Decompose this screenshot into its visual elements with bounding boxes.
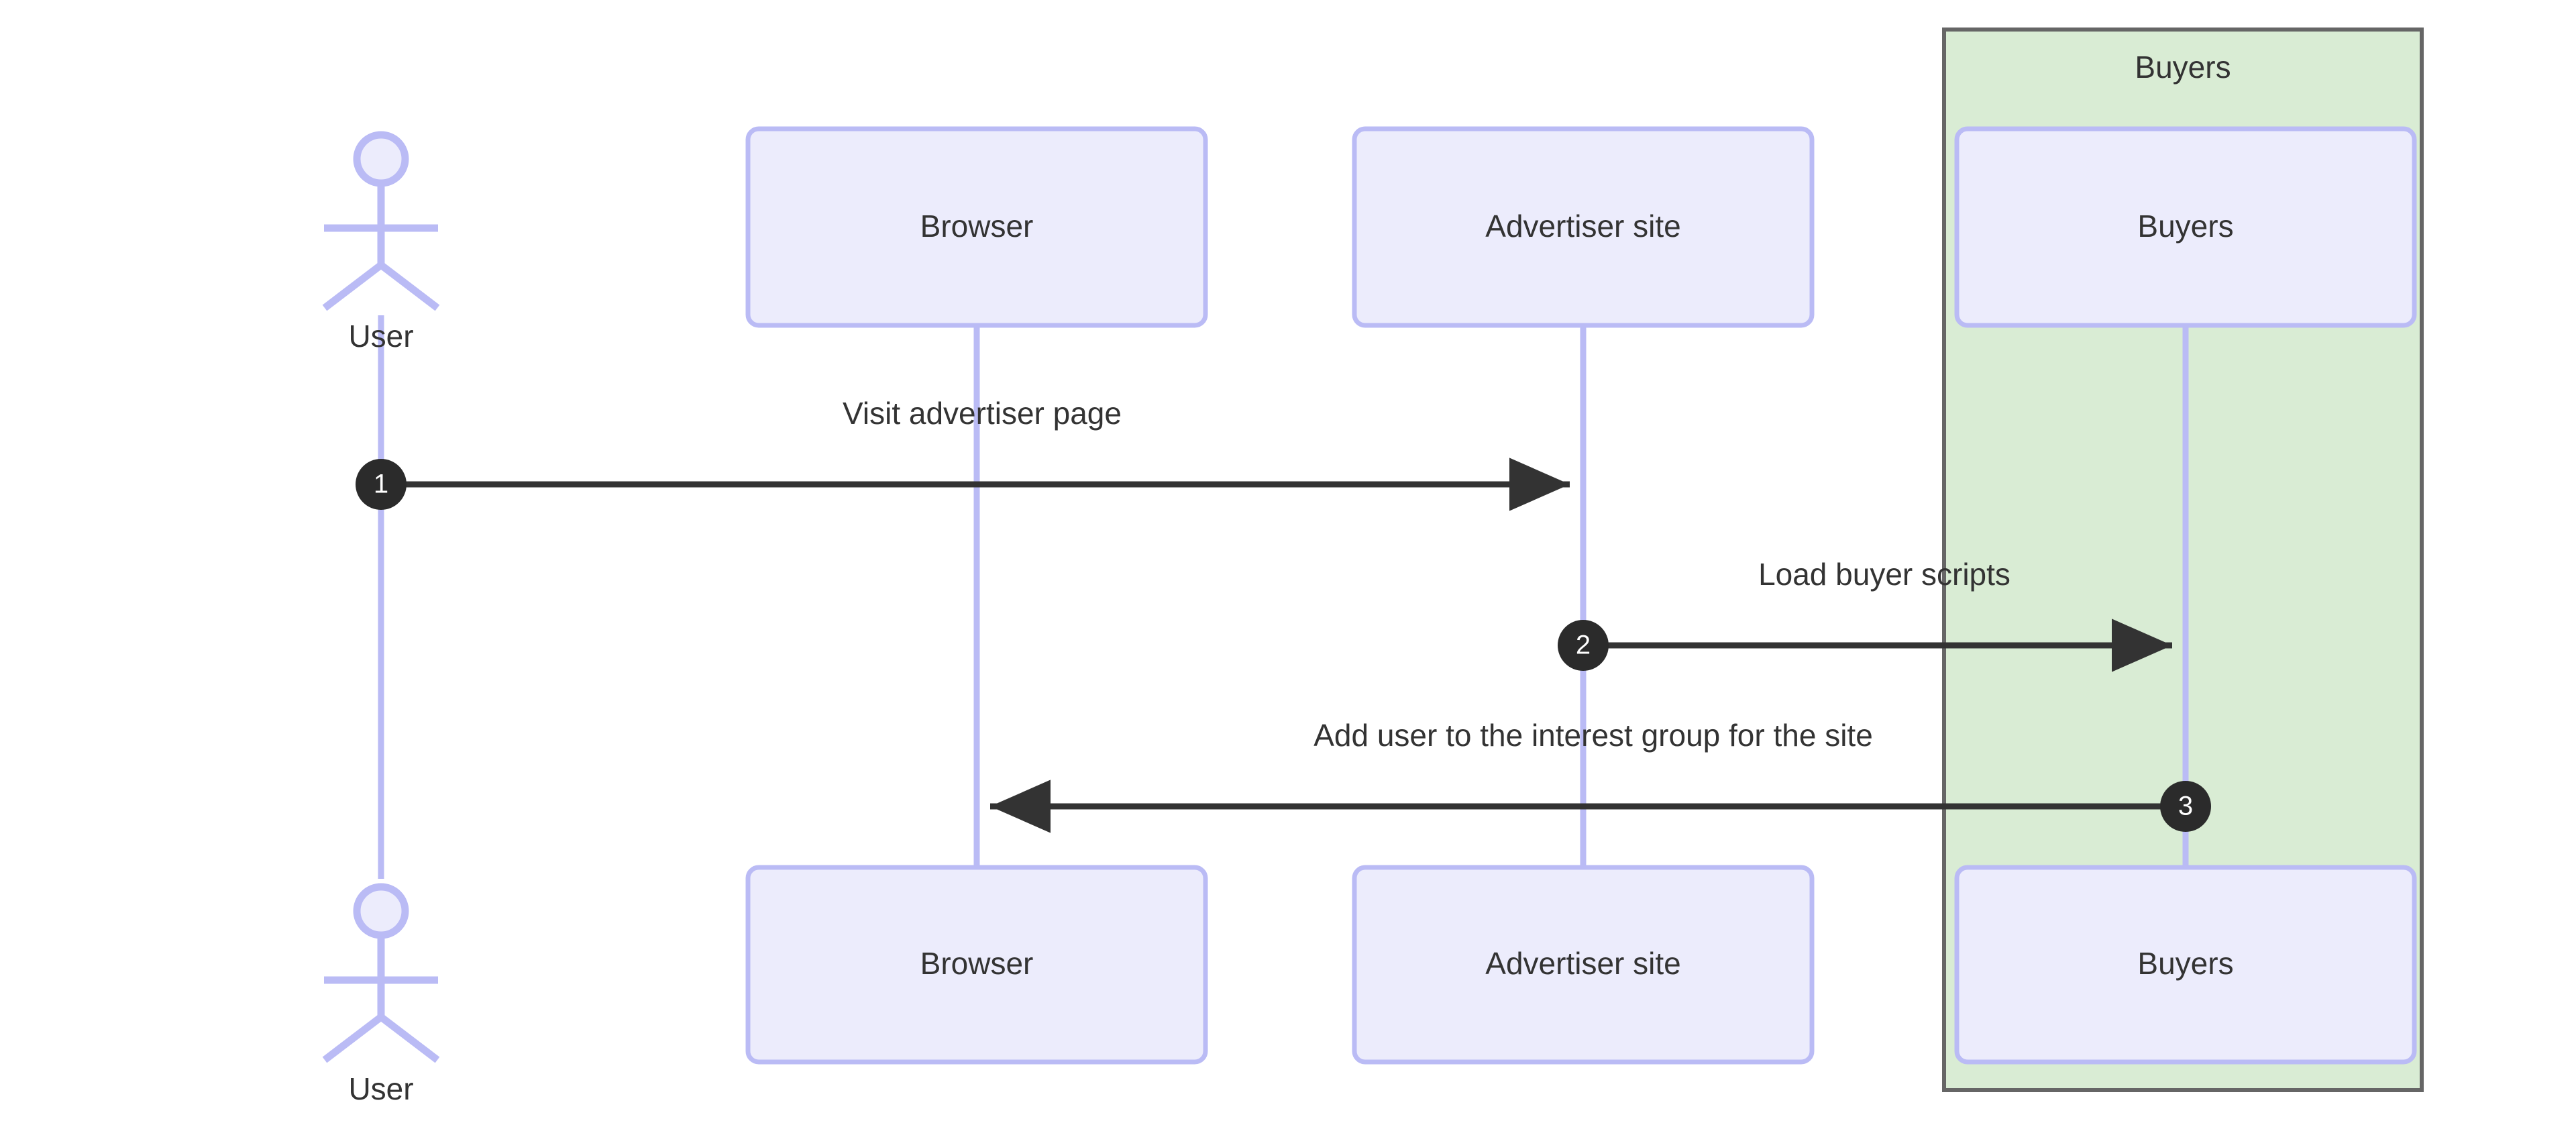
actor-leg-left-icon [322, 262, 384, 311]
participant-box[interactable] [1352, 865, 1815, 1065]
participant-box[interactable] [745, 865, 1208, 1065]
participant-box[interactable] [745, 126, 1208, 328]
actor-user-bottom[interactable]: User [322, 883, 440, 1106]
participant-advertiser-bottom[interactable]: Advertiser site [1352, 865, 1815, 1065]
actor-leg-left-icon [322, 1014, 384, 1063]
participant-label: Buyers [2137, 209, 2233, 244]
sequence-number: 2 [1576, 631, 1591, 660]
lifelines [378, 315, 2189, 879]
participant-browser-bottom[interactable]: Browser [745, 865, 1208, 1065]
sequence-badge[interactable] [356, 459, 407, 510]
sequence-number: 1 [374, 470, 388, 499]
participant-buyers-top[interactable]: Buyers [1954, 126, 2417, 328]
participant-box[interactable] [1954, 865, 2417, 1065]
participant-browser-top[interactable]: Browser [745, 126, 1208, 328]
participant-label: Advertiser site [1485, 209, 1680, 244]
participant-label: Browser [920, 946, 1034, 981]
participant-label: Advertiser site [1485, 946, 1680, 981]
sequence-badge[interactable] [1558, 620, 1609, 671]
sequence-number: 3 [2178, 792, 2193, 821]
participant-box[interactable] [1954, 126, 2417, 328]
participant-label: Buyers [2137, 946, 2233, 981]
message-2[interactable]: Load buyer scripts 2 [1558, 557, 2172, 672]
actor-head-icon [353, 883, 409, 939]
message-label: Visit advertiser page [843, 396, 1122, 431]
actor-leg-right-icon [378, 262, 440, 311]
message-label: Load buyer scripts [1758, 557, 2010, 592]
participant-label: Browser [920, 209, 1034, 244]
actor-leg-right-icon [378, 1014, 440, 1063]
message-label: Add user to the interest group for the s… [1313, 718, 1873, 753]
sequence-badge[interactable] [2160, 781, 2211, 832]
message-3[interactable]: Add user to the interest group for the s… [990, 718, 2211, 833]
participant-box[interactable] [1352, 126, 1815, 328]
actor-user-top[interactable]: User [322, 131, 440, 354]
actor-head-icon [353, 131, 409, 187]
group-title-label: Buyers [2135, 50, 2231, 85]
actor-label: User [348, 1071, 413, 1106]
actor-label: User [348, 319, 413, 354]
participant-buyers-bottom[interactable]: Buyers [1954, 865, 2417, 1065]
message-1[interactable]: Visit advertiser page 1 [356, 396, 1570, 511]
participant-advertiser-top[interactable]: Advertiser site [1352, 126, 1815, 328]
